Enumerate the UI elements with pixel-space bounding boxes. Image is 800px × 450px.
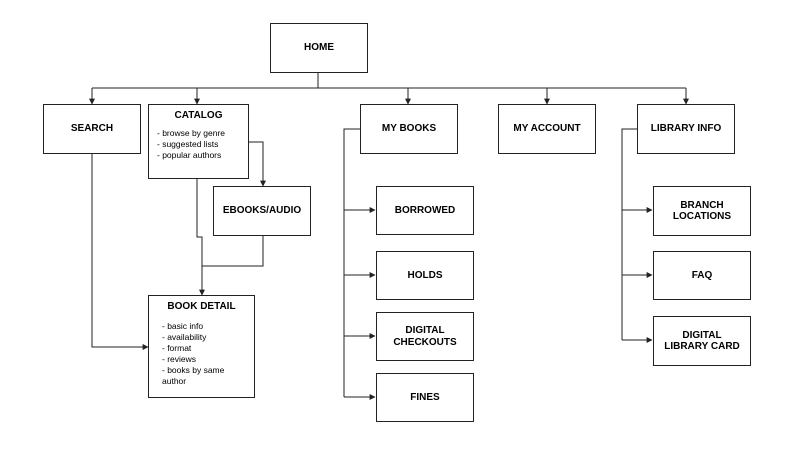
catalog-item: - popular authors [157, 149, 222, 160]
node-book-detail-items: - basic info - availability - format - r… [149, 321, 254, 387]
node-fines-label: FINES [410, 391, 440, 403]
node-borrowed-label: BORROWED [394, 204, 456, 216]
catalog-item: - suggested lists [157, 138, 219, 149]
mybooks-spine [343, 128, 360, 397]
node-holds-label: HOLDS [407, 269, 443, 281]
catalog-item: - browse by genre [157, 127, 226, 138]
node-home-label: HOME [304, 42, 334, 54]
node-catalog: CATALOG - browse by genre - suggested li… [148, 104, 249, 179]
edge-catalog-ebooks [249, 141, 266, 187]
node-catalog-items: - browse by genre - suggested lists - po… [149, 128, 248, 161]
node-search-label: SEARCH [70, 123, 114, 135]
node-book-detail-label: BOOK DETAIL [167, 301, 236, 312]
node-borrowed: BORROWED [376, 186, 474, 235]
book-detail-item: - availability [162, 331, 207, 342]
node-my-account: MY ACCOUNT [498, 104, 596, 154]
node-ebooks-audio-label: EBOOKS/AUDIO [222, 205, 302, 217]
edge-search-bookdetail [91, 153, 149, 350]
node-search: SEARCH [43, 104, 141, 154]
node-ebooks-audio: EBOOKS/AUDIO [213, 186, 311, 236]
node-fines: FINES [376, 373, 474, 422]
libraryinfo-spine [621, 128, 637, 340]
node-digital-checkouts: DIGITAL CHECKOUTS [376, 312, 474, 361]
node-branch-locations: BRANCH LOCATIONS [653, 186, 751, 236]
node-book-detail: BOOK DETAIL - basic info - availability … [148, 295, 255, 398]
node-digital-library-card: DIGITAL LIBRARY CARD [653, 316, 751, 366]
book-detail-item: - books by same author [162, 364, 225, 386]
node-catalog-label: CATALOG [174, 110, 223, 121]
node-faq-label: FAQ [691, 269, 713, 281]
node-library-info: LIBRARY INFO [637, 104, 735, 154]
node-holds: HOLDS [376, 251, 474, 300]
edge-ebooks-bookdetail [202, 235, 264, 267]
book-detail-item: - reviews [162, 353, 197, 364]
node-my-books: MY BOOKS [360, 104, 458, 154]
node-my-account-label: MY ACCOUNT [513, 123, 581, 135]
node-faq: FAQ [653, 251, 751, 300]
edge-catalog-bookdetail [196, 178, 205, 296]
node-digital-checkouts-label: DIGITAL CHECKOUTS [393, 325, 457, 348]
node-branch-locations-label: BRANCH LOCATIONS [672, 199, 732, 223]
node-home: HOME [270, 23, 368, 73]
node-my-books-label: MY BOOKS [381, 123, 437, 135]
book-detail-item: - basic info [162, 320, 204, 331]
book-detail-item: - format [162, 342, 192, 353]
node-digital-library-card-label: DIGITAL LIBRARY CARD [664, 329, 740, 353]
node-library-info-label: LIBRARY INFO [650, 123, 722, 135]
